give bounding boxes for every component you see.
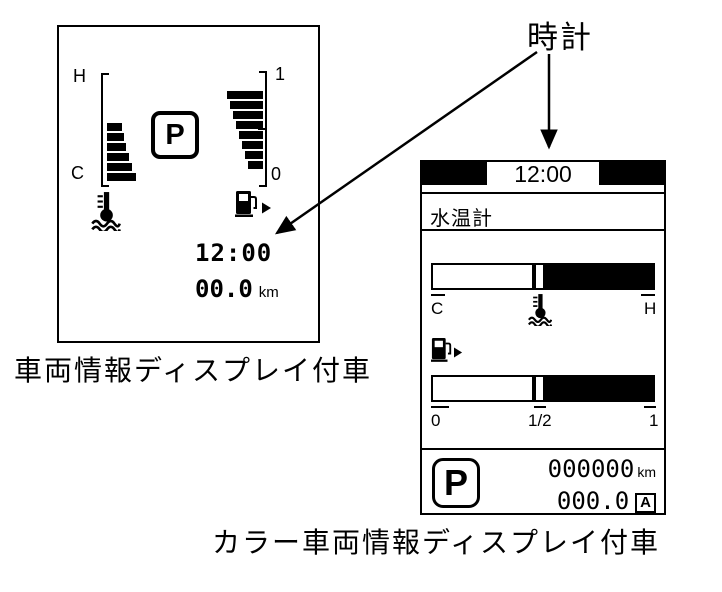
gauge-marker xyxy=(532,265,536,288)
fuel-filler-arrow-icon xyxy=(454,347,463,358)
coolant-temp-gauge-bar xyxy=(431,263,655,290)
gear-position-value: P xyxy=(165,118,185,151)
divider-line xyxy=(422,192,664,194)
water-temp-title: 水温計 xyxy=(430,208,493,230)
temp-gauge-segments xyxy=(107,123,137,183)
odometer-unit: km xyxy=(637,464,656,480)
mono-info-display-panel: H C P 1 0 xyxy=(57,25,320,343)
gauge-segment xyxy=(245,151,263,159)
gauge-fill xyxy=(543,377,653,400)
temp-gauge-hot-label: H xyxy=(73,66,86,86)
coolant-temperature-icon xyxy=(528,294,552,326)
odometer-value: 00.0 xyxy=(195,275,253,303)
status-bar-right-block xyxy=(599,162,664,185)
gauge-segment xyxy=(230,101,263,109)
mono-display-caption: 車両情報ディスプレイ付車 xyxy=(14,355,373,386)
gauge-segment xyxy=(236,121,263,129)
fuel-gauge-empty-label: 0 xyxy=(431,411,441,430)
gauge-segment xyxy=(233,111,263,119)
gauge-segment xyxy=(107,123,122,131)
gauge-segment xyxy=(239,131,263,139)
status-bar-left-block xyxy=(422,162,487,185)
gear-position-value: P xyxy=(443,462,468,503)
color-info-display-panel: 12:00 水温計 C H xyxy=(420,160,666,515)
divider-line xyxy=(422,229,664,231)
fuel-gauge-half-label: 1/2 xyxy=(528,411,552,430)
gauge-segment xyxy=(107,143,126,151)
temp-gauge-scale xyxy=(101,73,109,187)
fuel-pump-icon xyxy=(235,191,257,217)
tick-mark xyxy=(534,406,546,408)
gauge-segment xyxy=(107,153,129,161)
gauge-fill xyxy=(543,265,653,288)
color-display-caption: カラー車両情報ディスプレイ付車 xyxy=(212,527,661,558)
tick-mark xyxy=(431,406,449,408)
tick-mark xyxy=(641,294,655,296)
status-bar: 12:00 xyxy=(422,162,664,187)
fuel-gauge-bar xyxy=(431,375,655,402)
gauge-segment xyxy=(248,161,263,169)
trip-mode-badge: A xyxy=(635,493,656,513)
clock-display: 12:00 xyxy=(195,239,273,267)
fuel-gauge-full-label: 1 xyxy=(275,64,286,84)
clock-display: 12:00 xyxy=(514,161,572,187)
gauge-segment xyxy=(227,91,263,99)
fuel-pump-icon xyxy=(431,338,452,362)
fuel-gauge-segments xyxy=(227,91,263,171)
gauge-segment xyxy=(107,133,124,141)
fuel-gauge-empty-label: 0 xyxy=(271,164,282,184)
gear-position-indicator: P xyxy=(151,111,199,159)
gauge-segment xyxy=(107,173,136,181)
tick-mark xyxy=(431,294,445,296)
temp-gauge-cold-label: C xyxy=(71,163,84,183)
fuel-filler-arrow-icon xyxy=(262,202,271,214)
odometer-value: 000000 xyxy=(547,455,635,483)
gauge-segment xyxy=(107,163,132,171)
fuel-gauge-full-label: 1 xyxy=(649,411,659,430)
divider-line xyxy=(422,448,664,450)
odometer-display: 00.0 km xyxy=(195,275,279,303)
temp-gauge-hot-label: H xyxy=(644,299,657,318)
tick-mark xyxy=(644,406,656,408)
fuel-gauge-scale xyxy=(259,71,267,187)
gear-position-indicator: P xyxy=(432,458,480,508)
gauge-segment xyxy=(242,141,263,149)
gauge-marker xyxy=(532,377,536,400)
clock-annotation-label: 時計 xyxy=(527,20,593,55)
odometer-unit: km xyxy=(258,284,279,301)
trip-meter-value: 000.0 xyxy=(556,487,630,515)
coolant-temperature-icon xyxy=(91,192,121,231)
fuel-gauge-half-tick xyxy=(258,128,266,130)
temp-gauge-cold-label: C xyxy=(431,299,444,318)
